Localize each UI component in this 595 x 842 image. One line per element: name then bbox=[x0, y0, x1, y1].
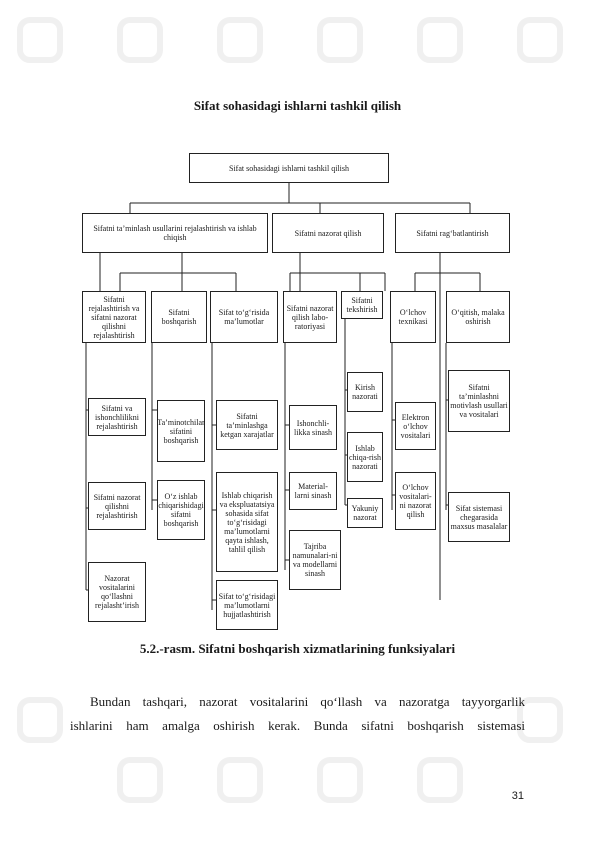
col6-node-1: O‘lchov texnikasi bbox=[390, 291, 436, 343]
node-quality-control: Sifatni nazorat qilish bbox=[272, 213, 384, 253]
col1-node-3: Sifatni nazorat qilishni rejalashtirish bbox=[88, 482, 146, 530]
col1-node-4: Nazorat vositalarini qo‘llashni rejalash… bbox=[88, 562, 146, 622]
col3-node-4: Sifat to‘g‘risidagi ma’lumotlarni hujjat… bbox=[216, 580, 278, 630]
col2-node-1: Sifatni boshqarish bbox=[151, 291, 207, 343]
body-paragraph-line-1: Bundan tashqari, nazorat vositalarini qo… bbox=[90, 694, 525, 709]
col5-node-2: Kirish nazorati bbox=[347, 372, 383, 412]
node-quality-motivation: Sifatni rag‘batlantirish bbox=[395, 213, 510, 253]
page-number: 31 bbox=[511, 790, 524, 802]
col7-node-1: O‘qitish, malaka oshirish bbox=[446, 291, 510, 343]
col3-node-2: Sifatni ta’minlashga ketgan xarajatlar bbox=[216, 400, 278, 450]
root-node: Sifat sohasidagi ishlarni tashkil qilish bbox=[189, 153, 389, 183]
page-title: Sifat sohasidagi ishlarni tashkil qilish bbox=[193, 98, 402, 113]
body-paragraph-line-2: ishlarini ham amalga oshirish kerak. Bun… bbox=[70, 718, 525, 733]
col5-node-1: Sifatni tekshirish bbox=[341, 291, 383, 319]
node-planning: Sifatni ta’minlash usullarini rejalashti… bbox=[82, 213, 268, 253]
col5-node-4: Yakuniy nazorat bbox=[347, 498, 383, 528]
figure-caption: 5.2.-rasm. Sifatni boshqarish xizmatlari… bbox=[139, 641, 456, 656]
col2-node-2: Ta’minotchilar sifatini boshqarish bbox=[157, 400, 205, 462]
col2-node-3: O‘z ishlab chiqarishidagi sifatni boshqa… bbox=[157, 480, 205, 540]
col5-node-3: Ishlab chiqa-rish nazorati bbox=[347, 432, 383, 482]
col4-node-1: Sifatni nazorat qilish labo-ratoriyasi bbox=[283, 291, 337, 343]
col3-node-1: Sifat to‘g‘risida ma’lumotlar bbox=[210, 291, 278, 343]
col6-node-3: O‘lchov vositalari-ni nazorat qilish bbox=[395, 472, 436, 530]
col1-node-1: Sifatni rejalashtirish va sifatni nazora… bbox=[82, 291, 146, 343]
col3-node-3: Ishlab chiqarish va ekspluatatsiya sohas… bbox=[216, 472, 278, 572]
col6-node-2: Elektron o‘lchov vositalari bbox=[395, 402, 436, 450]
col1-node-2: Sifatni va ishonchlilikni rejalashtirish bbox=[88, 398, 146, 436]
col4-node-2: Ishonchli-likka sinash bbox=[289, 405, 337, 450]
col4-node-4: Tajriba namunalari-ni va modellarni sina… bbox=[289, 530, 341, 590]
col7-node-2: Sifatni ta’minlashni motivlash usullari … bbox=[448, 370, 510, 432]
col4-node-3: Material-larni sinash bbox=[289, 472, 337, 510]
col7-node-3: Sifat sistemasi chegarasida maxsus masal… bbox=[448, 492, 510, 542]
